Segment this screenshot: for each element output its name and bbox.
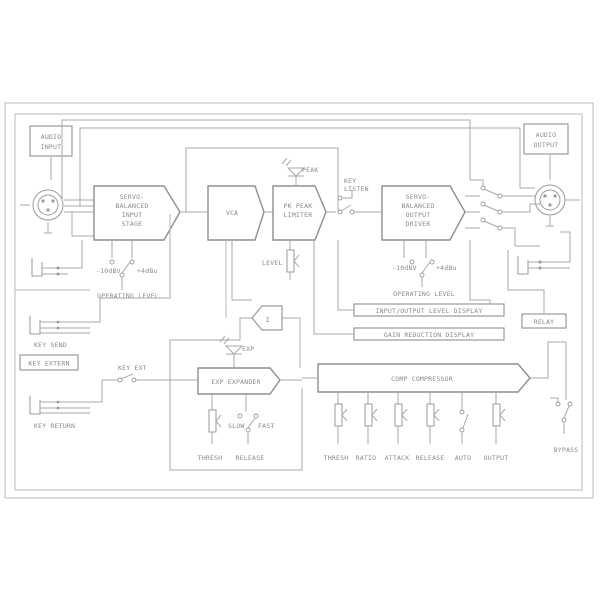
relay-box: RELAY: [507, 250, 567, 329]
compressor-block: COMP COMPRESSOR: [317, 363, 531, 393]
peak-limiter-label-1: PK PEAK: [284, 202, 313, 210]
bypass-label: BYPASS: [554, 446, 579, 454]
gr-display-label: GAIN REDUCTION DISPLAY: [384, 331, 475, 339]
key-listen-label-1: KEY: [344, 177, 356, 185]
inner-frame: [14, 113, 583, 491]
audio-output-label-box: AUDIO OUTPUT: [523, 123, 569, 155]
relay-label: RELAY: [534, 318, 555, 326]
comp-thresh-label: THRESH: [324, 454, 349, 462]
expander-slow-label: SLOW: [228, 422, 244, 430]
comp-release-label: RELEASE: [416, 454, 445, 462]
compressor-controls[interactable]: THRESH RATIO ATTACK RELEASE AUTO OUTPUT: [324, 392, 509, 462]
comp-output-label: OUTPUT: [484, 454, 509, 462]
gr-display: GAIN REDUCTION DISPLAY: [353, 327, 505, 341]
summing-node: Σ: [251, 305, 283, 331]
audio-input-label-line1: AUDIO: [41, 133, 62, 141]
servo-balanced-output-driver: SERVO- BALANCED OUTPUT DRIVER: [381, 185, 466, 241]
output-driver-label-3: OUTPUT: [406, 211, 431, 219]
op-level-in-right: +4dBu: [137, 267, 158, 275]
exp-led: EXP: [219, 335, 254, 368]
expander-thresh-label: THRESH: [198, 454, 223, 462]
level-pot[interactable]: LEVEL: [262, 240, 300, 280]
level-label: LEVEL: [262, 259, 283, 267]
key-extern-box: KEY EXTERN: [19, 354, 79, 371]
io-level-display: INPUT/OUTPUT LEVEL DISPLAY: [353, 303, 505, 317]
key-return-label: KEY RETURN: [34, 422, 75, 430]
key-send-label: KEY SEND: [34, 341, 67, 349]
key-send-jack: KEY SEND: [29, 214, 171, 349]
input-stage-label-2: BALANCED: [116, 202, 149, 210]
comp-ratio-label: RATIO: [356, 454, 377, 462]
key-listen-switch[interactable]: KEY LISTEN: [326, 177, 382, 215]
exp-led-label: EXP: [242, 345, 254, 353]
audio-output-label-line1: AUDIO: [536, 131, 557, 139]
audio-output-label-line2: OUTPUT: [534, 141, 559, 149]
expander-release-label: RELEASE: [236, 454, 265, 462]
peak-limiter-label-2: LIMITER: [284, 211, 313, 219]
peak-limiter-block: PK PEAK LIMITER: [272, 185, 327, 241]
bypass-switch[interactable]: BYPASS: [550, 342, 578, 454]
vca-label: VCA: [226, 209, 238, 217]
comp-attack-label: ATTACK: [385, 454, 410, 462]
expander-block: EXP EXPANDER: [197, 367, 281, 395]
output-trs-jack: [517, 231, 571, 275]
output-driver-label-2: BALANCED: [402, 202, 435, 210]
expander-fast-label: FAST: [258, 422, 274, 430]
key-ext-switch[interactable]: KEY EXT: [102, 364, 198, 383]
sum-symbol: Σ: [266, 316, 270, 324]
relay-contacts: [465, 128, 540, 247]
vca-block: VCA: [207, 185, 265, 241]
output-driver-label-4: DRIVER: [406, 220, 431, 228]
audio-input-label-line2: INPUT: [41, 143, 62, 151]
operating-level-out-label: OPERATING LEVEL: [393, 290, 455, 298]
peak-led: PEAK: [281, 157, 318, 186]
key-return-jack: KEY RETURN: [29, 380, 103, 430]
operating-level-switch-output[interactable]: -10dBV +4dBu OPERATING LEVEL: [392, 240, 457, 298]
expander-label: EXP EXPANDER: [211, 378, 260, 386]
input-stage-label-4: STAGE: [122, 220, 143, 228]
expander-controls[interactable]: THRESH SLOW FAST RELEASE: [198, 394, 275, 462]
io-display-label: INPUT/OUTPUT LEVEL DISPLAY: [376, 307, 483, 315]
input-stage-label-1: SERVO-: [120, 193, 145, 201]
xlr-input-connector: [20, 157, 64, 234]
operating-level-in-label: OPERATING LEVEL: [97, 292, 159, 300]
op-level-out-right: +4dBu: [436, 264, 457, 272]
compressor-label: COMP COMPRESSOR: [391, 375, 453, 383]
comp-auto-label: AUTO: [455, 454, 471, 462]
diagram-frame: [4, 102, 594, 499]
key-listen-label-2: LISTEN: [344, 185, 369, 193]
xlr-output-connector: [534, 155, 580, 227]
peak-led-label: PEAK: [302, 166, 318, 174]
output-driver-label-1: SERVO-: [406, 193, 431, 201]
key-extern-label: KEY EXTERN: [28, 360, 69, 368]
op-level-out-left: -10dBV: [392, 264, 417, 272]
input-trs-jack: [31, 240, 83, 277]
servo-balanced-input-stage: SERVO- BALANCED INPUT STAGE: [93, 185, 181, 241]
operating-level-switch-input[interactable]: -10dBV +4dBu OPERATING LEVEL: [96, 240, 159, 300]
audio-input-label-box: AUDIO INPUT: [29, 125, 73, 157]
op-level-in-left: -10dBV: [96, 267, 121, 275]
input-stage-label-3: INPUT: [122, 211, 143, 219]
key-ext-label: KEY EXT: [118, 364, 147, 372]
